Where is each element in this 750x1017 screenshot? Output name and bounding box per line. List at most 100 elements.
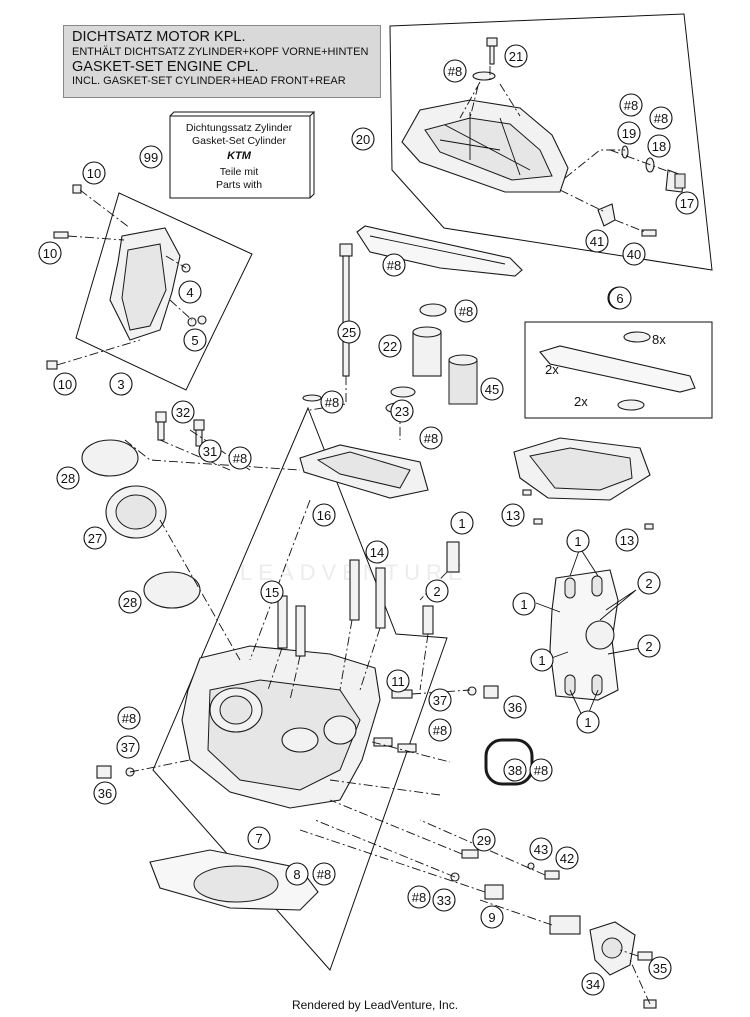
kit-box-outline — [169, 110, 315, 199]
callout-42: 42 — [555, 846, 579, 870]
callout-28: 28 — [118, 590, 142, 614]
callout-5: 5 — [183, 328, 207, 352]
callout-number: 1 — [584, 715, 591, 730]
callout-number: 33 — [437, 893, 451, 908]
callout-number: 1 — [538, 653, 545, 668]
callout-ref-8: #8 — [312, 862, 336, 886]
callout-32: 32 — [171, 400, 195, 424]
kit-seal-8x — [623, 331, 651, 343]
valve-cover-bolt — [486, 37, 498, 65]
long-bolt-25 — [339, 243, 353, 377]
callout-22: 22 — [378, 334, 402, 358]
callout-ref-8: #8 — [649, 106, 673, 130]
valve-stems-15 — [277, 595, 306, 657]
bracket-frame — [75, 192, 253, 391]
callout-40: 40 — [622, 242, 646, 266]
screw-42 — [544, 870, 560, 880]
callout-ref-8: #8 — [619, 93, 643, 117]
callout-number: 4 — [186, 285, 193, 300]
callout-number: #8 — [534, 763, 548, 778]
callout-number: 99 — [144, 150, 158, 165]
callout-ref-8: #8 — [228, 446, 252, 470]
callout-number: 37 — [121, 740, 135, 755]
kit-line-4: Parts with — [215, 179, 263, 192]
gasket-kit-box: Dichtungssatz Zylinder Gasket-Set Cylind… — [172, 114, 306, 198]
gasket-set-note: DICHTSATZ MOTOR KPL. ENTHÄLT DICHTSATZ Z… — [63, 25, 381, 98]
valve-stems-14 — [349, 559, 386, 629]
callout-number: 11 — [391, 674, 405, 689]
callout-number: 2 — [433, 584, 440, 599]
screw-35 — [637, 951, 653, 961]
bracket-washer-5 — [187, 317, 197, 327]
callout-1: 1 — [576, 710, 600, 734]
callout-number: #8 — [412, 890, 426, 905]
callout-number: 41 — [590, 234, 604, 249]
seal-ring-upper — [419, 303, 447, 317]
callout-number: 2 — [645, 576, 652, 591]
callout-number: 27 — [88, 531, 102, 546]
callout-13: 13 — [501, 503, 525, 527]
callout-number: 21 — [509, 49, 523, 64]
callout-37: 37 — [116, 735, 140, 759]
callout-20: 20 — [351, 127, 375, 151]
callout-23: 23 — [390, 399, 414, 423]
bolt-10-left — [53, 231, 69, 239]
callout-18: 18 — [647, 134, 671, 158]
thermostat-34 — [549, 915, 581, 935]
seal-ring-23a — [390, 386, 416, 398]
callout-33: 33 — [432, 888, 456, 912]
callout-2: 2 — [637, 571, 661, 595]
kit-cover-gasket — [539, 345, 696, 393]
valve-plate-leaders — [535, 547, 641, 723]
clamp-28-bottom — [143, 571, 201, 609]
callout-25: 25 — [337, 320, 361, 344]
callout-15: 15 — [260, 580, 284, 604]
note-line-4: INCL. GASKET-SET CYLINDER+HEAD FRONT+REA… — [72, 75, 346, 87]
valve-cover-gasket — [356, 225, 523, 277]
callout-number: 35 — [653, 961, 667, 976]
callout-21: 21 — [504, 44, 528, 68]
cover-bolt-lines — [459, 66, 521, 119]
note-line-3: GASKET-SET ENGINE CPL. — [72, 58, 259, 75]
callout-number: #8 — [459, 304, 473, 319]
tappet-cup-22 — [412, 326, 442, 377]
callout-number: 16 — [317, 508, 331, 523]
callout-number: #8 — [317, 867, 331, 882]
callout-34: 34 — [581, 972, 605, 996]
callout-ref-8: #8 — [428, 718, 452, 742]
carrier-screw-13c — [644, 523, 654, 530]
callout-number: #8 — [433, 723, 447, 738]
bolt-10-top — [72, 184, 82, 194]
callout-number: 10 — [87, 166, 101, 181]
callout-1: 1 — [512, 592, 536, 616]
callout-11: 11 — [386, 669, 410, 693]
callout-number: 2 — [645, 639, 652, 654]
callout-17: 17 — [675, 191, 699, 215]
ktm-logo: KTM — [227, 150, 251, 163]
plug-36-left — [96, 765, 112, 779]
callout-number: 45 — [485, 382, 499, 397]
callout-1: 1 — [530, 648, 554, 672]
cover-screw-40 — [641, 229, 657, 237]
valve-seat-plate — [549, 569, 619, 701]
callout-number: 43 — [534, 842, 548, 857]
callout-35: 35 — [648, 956, 672, 980]
callout-ref-8: #8 — [454, 299, 478, 323]
callout-number: 9 — [488, 910, 495, 925]
callout-1: 1 — [450, 511, 474, 535]
callout-ref-8: #8 — [419, 426, 443, 450]
callout-number: 13 — [620, 533, 634, 548]
callout-ref-8: #8 — [443, 59, 467, 83]
screw-31 — [193, 419, 205, 447]
callout-number: 10 — [43, 246, 57, 261]
bolt-washer — [472, 71, 496, 81]
callout-number: 18 — [652, 139, 666, 154]
callout-31: 31 — [198, 439, 222, 463]
callout-ref-8: #8 — [382, 253, 406, 277]
cover-bracket — [597, 203, 616, 227]
callout-number: 5 — [191, 333, 198, 348]
callout-1: 1 — [566, 529, 590, 553]
callout-number: #8 — [233, 451, 247, 466]
callout-number: 22 — [383, 339, 397, 354]
